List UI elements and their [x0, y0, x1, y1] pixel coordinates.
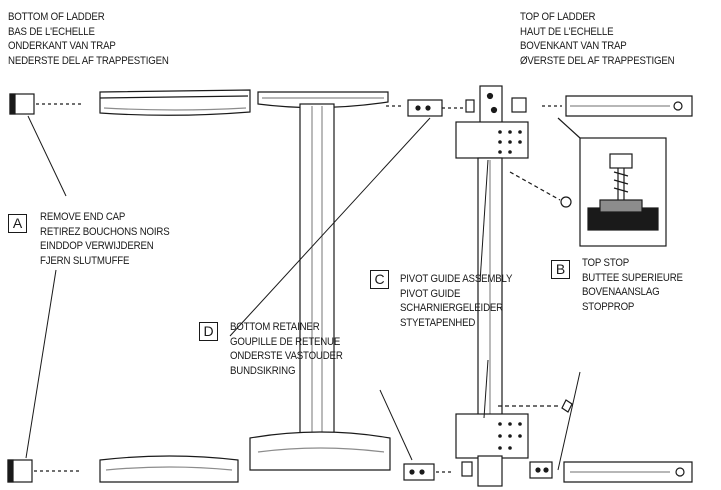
top-pivot-guide [455, 85, 529, 159]
bottom-pivot-guide [455, 399, 573, 487]
central-rail [249, 91, 404, 471]
central-post [477, 157, 503, 417]
callout-d-badge: D [199, 322, 218, 341]
callout-c-text: PIVOT GUIDE ASSEMBLY PIVOT GUIDE SCHARNI… [400, 273, 513, 329]
top-right-caption: TOP OF LADDER HAUT DE L'ECHELLE BOVENKAN… [520, 11, 675, 67]
top-left-caption: BOTTOM OF LADDER BAS DE L'ECHELLE ONDERK… [8, 11, 169, 67]
bottom-right-rail [563, 461, 693, 483]
callout-a-badge: A [8, 214, 27, 233]
bottom-end-cap [7, 459, 80, 483]
leader-lines [25, 115, 581, 471]
top-stop-detail [509, 117, 667, 247]
top-right-rail [542, 95, 693, 117]
top-retainer-clip [407, 99, 470, 117]
callout-d-text: BOTTOM RETAINER GOUPILLE DE RETENUE ONDE… [230, 321, 343, 377]
bottom-left-rail [99, 455, 239, 483]
callout-a-text: REMOVE END CAP RETIREZ BOUCHONS NOIRS EI… [40, 211, 170, 267]
callout-b-text: TOP STOP BUTTEE SUPERIEURE BOVENAANSLAG … [582, 257, 683, 313]
callout-c-badge: C [370, 270, 389, 289]
bottom-retainer-clip [403, 463, 452, 481]
callout-b-badge: B [551, 260, 570, 279]
top-left-rail [99, 89, 251, 116]
top-left-end-cap [9, 93, 82, 115]
